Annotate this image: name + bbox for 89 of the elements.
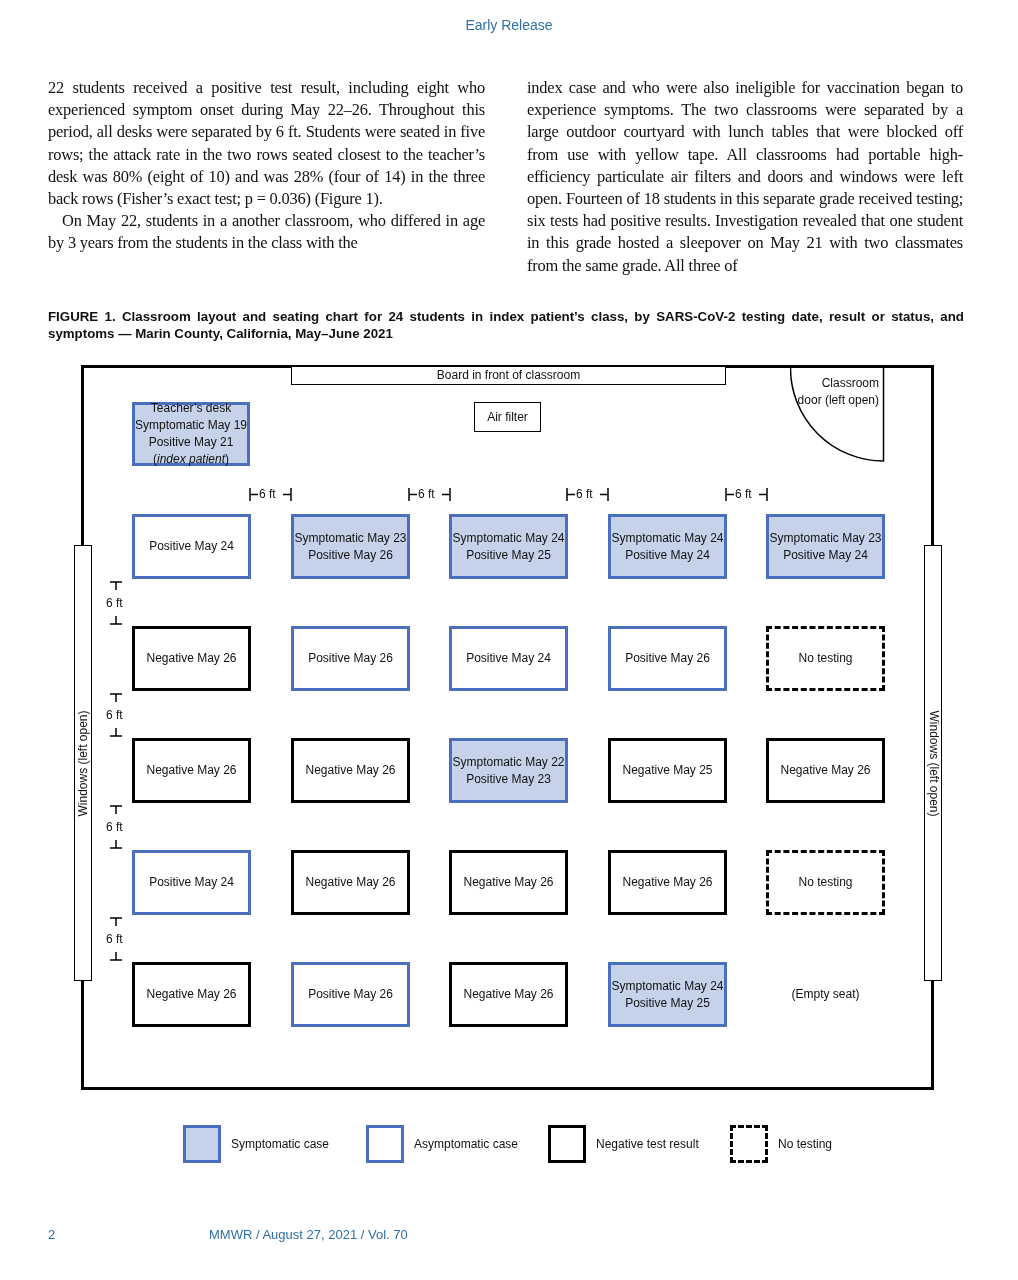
desk-text: Symptomatic May 24 <box>611 977 724 995</box>
asymptomatic-desk <box>132 514 251 579</box>
desk-text: Positive May 21 <box>148 434 234 451</box>
untested-desk <box>766 850 885 915</box>
negative-desk <box>449 962 568 1027</box>
board-label: Board in front of classroom <box>436 367 581 384</box>
asymptomatic-desk <box>132 850 251 915</box>
air-filter-box <box>474 402 541 432</box>
negative-desk <box>132 738 251 803</box>
legend-label: Asymptomatic case <box>414 1137 519 1151</box>
desk-text: Symptomatic May 24 <box>452 529 565 547</box>
desk-text: Positive May 23 <box>466 770 551 788</box>
legend-label: Negative test result <box>596 1137 699 1151</box>
desk-text: Negative May 26 <box>622 874 713 891</box>
untested-desk <box>766 626 885 691</box>
negative-desk <box>608 850 727 915</box>
legend-label: No testing <box>778 1137 833 1151</box>
desk-text: Negative May 26 <box>463 874 554 891</box>
desk-text: Negative May 25 <box>622 762 713 779</box>
symptomatic-desk <box>291 514 410 579</box>
desk-text: Negative May 26 <box>146 986 237 1003</box>
symptomatic-desk <box>449 738 568 803</box>
desk-text: Symptomatic May 24 <box>611 529 724 547</box>
journal-footer: MMWR / August 27, 2021 / Vol. 70 <box>209 1227 408 1242</box>
dimension-label: 6 ft <box>106 596 123 610</box>
desk-text: Negative May 26 <box>146 650 237 667</box>
negative-desk <box>132 626 251 691</box>
running-header: Early Release <box>464 17 554 33</box>
desk-text: No testing <box>798 874 853 891</box>
empty-seat-label: (Empty seat) <box>790 987 861 1001</box>
desk-text: Positive May 24 <box>149 874 234 891</box>
desk-text: No testing <box>798 650 853 667</box>
negative-desk <box>291 850 410 915</box>
symptomatic-desk <box>608 514 727 579</box>
desk-text: Positive May 26 <box>308 546 393 564</box>
window-label: Windows (left open) <box>925 710 942 816</box>
asymptomatic-desk <box>608 626 727 691</box>
desk-text: Symptomatic May 22 <box>452 753 565 771</box>
desk-text: Negative May 26 <box>305 762 396 779</box>
desk-text: Negative May 26 <box>305 874 396 891</box>
asymptomatic-desk <box>291 962 410 1027</box>
figure-title: FIGURE 1. Classroom layout and seating chart for 24 students in index patient’s class, by SARS-CoV-2 testing date, result or status, and symptoms — Marin County, California, May–June 2021 <box>48 308 964 342</box>
desk-text: Symptomatic May 23 <box>294 529 407 547</box>
dimension-label: 6 ft <box>106 708 123 722</box>
symptomatic-desk <box>132 402 250 466</box>
desk-text: Negative May 26 <box>146 762 237 779</box>
dimension-label: 6 ft <box>106 932 123 946</box>
negative-desk <box>291 738 410 803</box>
desk-text: Teacher’s desk <box>150 400 232 417</box>
dimension-label: 6 ft <box>418 487 435 501</box>
body-paragraph: On May 22, students in a another classroom, who differed in age by 3 years from the students in the class with the <box>48 210 485 255</box>
desk-text: Positive May 24 <box>783 546 868 564</box>
desk-text: Positive May 24 <box>149 538 234 555</box>
window-bar <box>74 545 92 981</box>
page-number: 2 <box>48 1227 56 1242</box>
desk-text: Symptomatic May 23 <box>769 529 882 547</box>
asymptomatic-desk <box>291 626 410 691</box>
dimension-label: 6 ft <box>735 487 752 501</box>
symptomatic-desk <box>449 514 568 579</box>
desk-text: (index patient) <box>152 451 230 468</box>
symptomatic-desk <box>608 962 727 1027</box>
door-label: Classroom door (left open) <box>796 375 879 409</box>
desk-text: Positive May 26 <box>308 986 393 1003</box>
negative-desk <box>766 738 885 803</box>
symptomatic-desk <box>766 514 885 579</box>
legend-label: Symptomatic case <box>231 1137 330 1151</box>
desk-text: Symptomatic May 19 <box>135 417 248 434</box>
desk-text: Positive May 26 <box>308 650 393 667</box>
dimension-label: 6 ft <box>576 487 593 501</box>
body-paragraph: index case and who were also ineligible for vaccination began to experience symptoms. The two classrooms were separated by a large outdoor courtyard with lunch tables that were blocked off from use with yellow tape. All classrooms had portable high-efficiency particulate air filters and doors and windows were left open. Fourteen of 18 students in this separate grade received testing; six tests had positive results. Investigation revealed that one student in this grade hosted a sleepover on May 21 with two classmates from the same grade. All three of <box>527 77 963 277</box>
negative-desk <box>132 962 251 1027</box>
asymptomatic-desk <box>449 626 568 691</box>
desk-text: Positive May 25 <box>625 994 710 1012</box>
desk-text: Negative May 26 <box>463 986 554 1003</box>
board <box>291 367 726 385</box>
air-filter-label: Air filter <box>487 408 528 426</box>
dimension-label: 6 ft <box>106 820 123 834</box>
body-paragraph: 22 students received a positive test result, including eight who experienced symptom onset during May 22–26. Throughout this period, all desks were separated by 6 ft. Students were seated in five rows; the attack rate in the two rows seated closest to the teacher’s desk was 80% (eight of 10) and was 28% (four of 14) in the three back rows (Fisher’s exact test; p = 0.036) (Figure 1). <box>48 77 485 210</box>
desk-text: Positive May 26 <box>625 650 710 667</box>
desk-text: Positive May 24 <box>466 650 551 667</box>
dimension-label: 6 ft <box>259 487 276 501</box>
window-label: Windows (left open) <box>74 710 91 816</box>
desk-text: Positive May 25 <box>466 546 551 564</box>
desk-text: Negative May 26 <box>780 762 871 779</box>
desk-text: Positive May 24 <box>625 546 710 564</box>
negative-desk <box>608 738 727 803</box>
negative-desk <box>449 850 568 915</box>
window-bar <box>924 545 942 981</box>
door-swing <box>790 367 885 462</box>
